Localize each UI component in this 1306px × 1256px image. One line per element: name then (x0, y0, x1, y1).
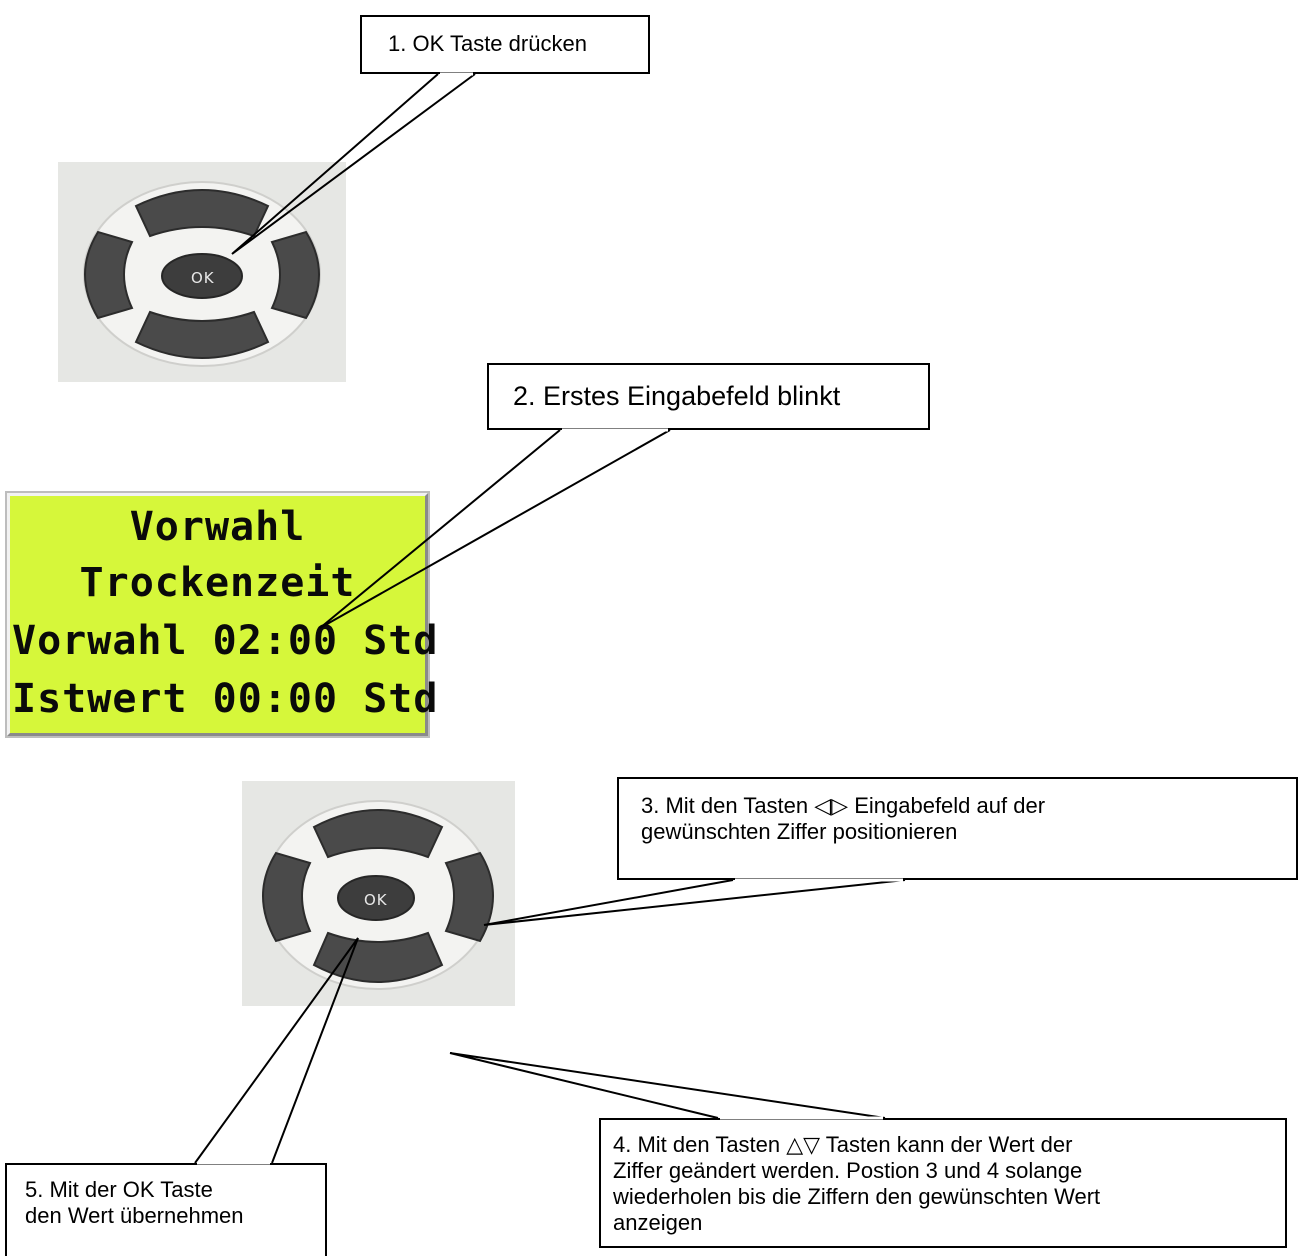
callout-step-5-line-2: den Wert übernehmen (25, 1203, 244, 1228)
callout-step-2-text: 2. Erstes Eingabefeld blinkt (513, 381, 841, 411)
lcd-display: Vorwahl Trockenzeit Vorwahl 02:00 Std Is… (7, 493, 439, 736)
lcd-line-preset: Vorwahl 02:00 Std (12, 618, 439, 664)
leader-step-3 (483, 879, 906, 926)
arrow-right-key[interactable] (444, 851, 494, 943)
callout-step-3: 3. Mit den Tasten ◁▷ Eingabefeld auf der… (617, 777, 1298, 880)
arrow-right-key[interactable] (270, 230, 320, 320)
arrow-down-key[interactable] (134, 310, 270, 359)
arrow-left-key[interactable] (84, 230, 134, 320)
arrow-up-key[interactable] (312, 809, 444, 859)
lcd-line-actual: Istwert 00:00 Std (12, 676, 439, 722)
ok-key[interactable] (337, 875, 415, 921)
lcd-line-title: Vorwahl (129, 504, 306, 550)
ok-key-label: OK (191, 269, 215, 287)
callout-step-4-line-1: 4. Mit den Tasten △▽ Tasten kann der Wer… (613, 1132, 1073, 1157)
ok-key[interactable] (161, 253, 243, 299)
leader-step-4 (449, 1052, 886, 1119)
callout-step-1: 1. OK Taste drücken (360, 15, 650, 74)
callout-step-4: 4. Mit den Tasten △▽ Tasten kann der Wer… (599, 1118, 1287, 1248)
lcd-line-subtitle: Trockenzeit (79, 560, 356, 606)
callout-step-3-line-2: gewünschten Ziffer positionieren (641, 819, 958, 844)
callout-step-4-line-4: anzeigen (613, 1210, 703, 1235)
callout-step-1-text: 1. OK Taste drücken (388, 31, 587, 56)
callout-step-5: 5. Mit der OK Taste den Wert übernehmen (5, 1163, 327, 1256)
arrow-left-key[interactable] (262, 851, 312, 943)
callout-step-4-line-3: wiederholen bis die Ziffern den gewünsch… (613, 1184, 1101, 1209)
callout-step-3-line-1: 3. Mit den Tasten ◁▷ Eingabefeld auf der (641, 793, 1046, 818)
callout-step-4-line-2: Ziffer geändert werden. Postion 3 und 4 … (613, 1158, 1083, 1183)
callout-step-2: 2. Erstes Eingabefeld blinkt (487, 363, 930, 430)
ok-key-label: OK (364, 891, 388, 909)
keypad-image-top: OK (58, 162, 346, 382)
callout-step-5-line-1: 5. Mit der OK Taste (25, 1177, 213, 1202)
keypad-image-bottom: OK (242, 781, 515, 1006)
